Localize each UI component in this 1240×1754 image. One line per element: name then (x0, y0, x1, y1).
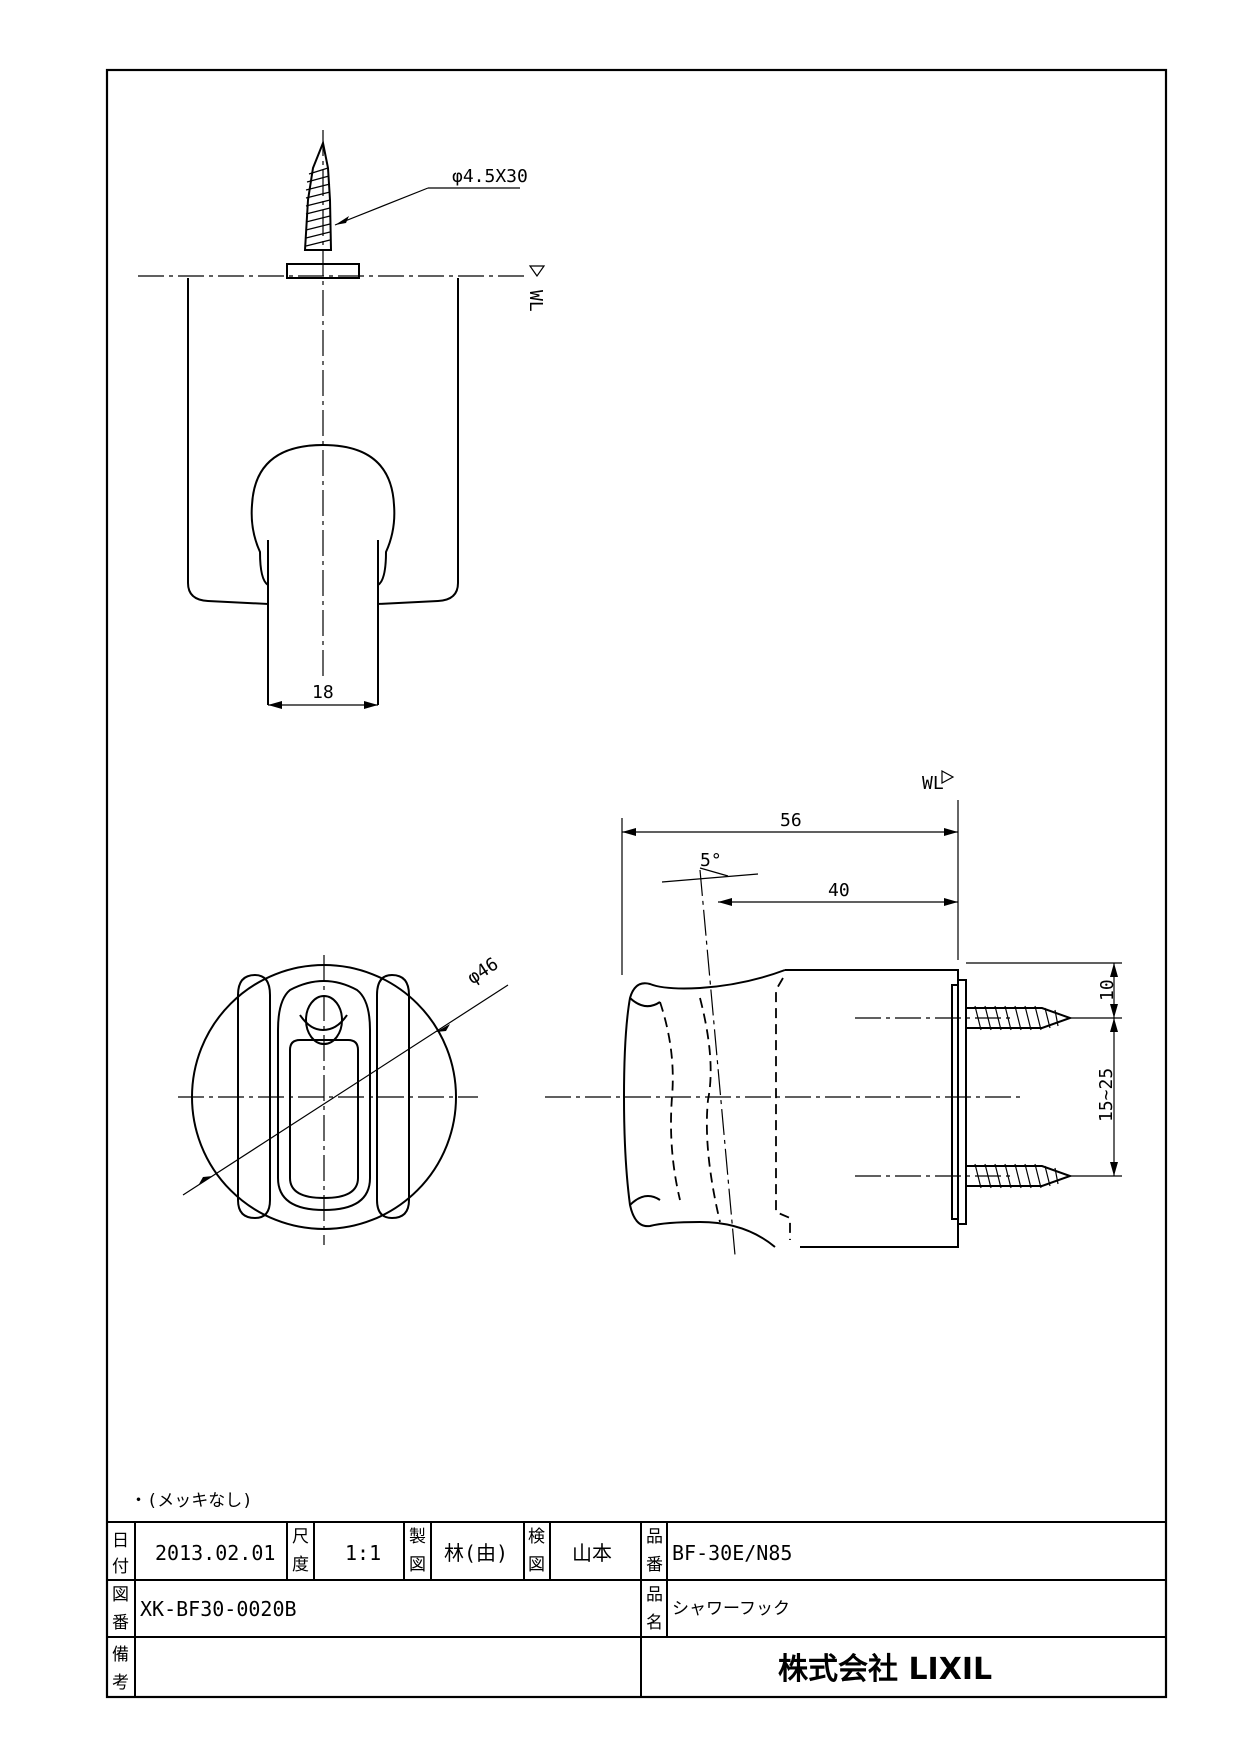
scale-label-2: 度 (292, 1555, 309, 1575)
drawing-no-value: XK-BF30-0020B (140, 1597, 297, 1621)
date-label-2: 付 (112, 1557, 129, 1577)
wl-mark-side: WL (922, 773, 944, 794)
drawing-no-label-2: 番 (112, 1613, 129, 1633)
part-name-label-1: 品 (646, 1585, 663, 1605)
part-no-label-1: 品 (646, 1527, 663, 1547)
scale-label-1: 尺 (292, 1527, 309, 1547)
diameter-46: φ46 (464, 954, 503, 989)
scale-value: 1:1 (345, 1541, 381, 1565)
dim-15-25: 15~25 (1096, 1068, 1117, 1122)
screw-callout: φ4.5X30 (452, 166, 528, 187)
date-label-1: 日 (112, 1531, 129, 1551)
part-name-label-2: 名 (646, 1613, 663, 1633)
front-view: φ46 (178, 954, 509, 1245)
plating-note: ・(メッキなし) (130, 1491, 252, 1511)
checker-label-2: 図 (528, 1555, 545, 1575)
wl-mark-top: WL (525, 290, 546, 312)
drafter-label-1: 製 (409, 1527, 426, 1547)
part-name-value: シャワーフック (672, 1599, 790, 1619)
remarks-label-2: 考 (112, 1673, 129, 1693)
dim-10: 10 (1097, 979, 1118, 1001)
top-view: φ4.5X30 WL 18 (138, 130, 546, 709)
drawing-no-label-1: 図 (112, 1585, 129, 1605)
dim-56: 56 (780, 810, 802, 831)
drawing-frame (105, 68, 1168, 1699)
width-dim-18: 18 (312, 682, 334, 703)
side-view: WL 56 40 5° (545, 769, 1122, 1256)
drafter-label-2: 図 (409, 1555, 426, 1575)
drafter-value: 林(由) (444, 1541, 508, 1565)
remarks-label-1: 備 (112, 1645, 129, 1665)
part-no-value: BF-30E/N85 (672, 1541, 792, 1565)
date-value: 2013.02.01 (155, 1541, 275, 1565)
angle-5: 5° (700, 850, 722, 871)
company-logo: 株式会社 LIXIL (778, 1652, 992, 1687)
title-block: 日 付 尺 度 製 図 検 図 品 番 図 番 品 名 備 考 2013.02.… (107, 1521, 1166, 1697)
part-no-label-2: 番 (646, 1555, 663, 1575)
dim-40: 40 (828, 880, 850, 901)
checker-label-1: 検 (528, 1527, 545, 1547)
checker-value: 山本 (572, 1541, 612, 1565)
